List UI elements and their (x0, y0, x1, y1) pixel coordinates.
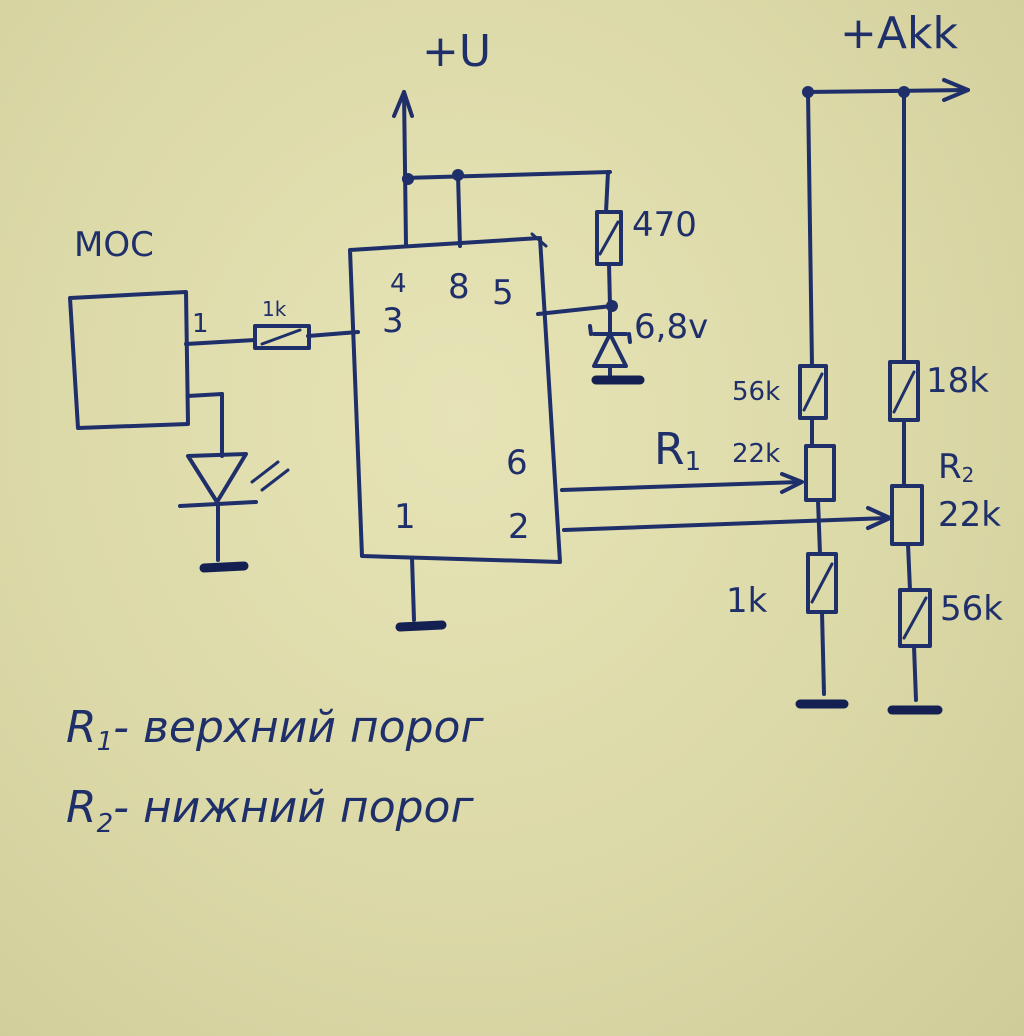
zener-diode (588, 304, 645, 385)
moc-to-pin3-wire (184, 330, 360, 346)
label-pin6: 6 (506, 443, 528, 483)
label-pin3: 3 (382, 301, 404, 341)
label-supply-akk: +Akk (840, 8, 958, 59)
label-r1-value: 22k (732, 439, 780, 469)
resistor-470 (595, 210, 623, 308)
led-light-arrows (250, 460, 290, 492)
label-supply-u: +U (422, 26, 491, 77)
label-moc-pin1: 1 (192, 309, 209, 339)
pin6-wire (560, 472, 804, 494)
resistor-56k-upper (798, 364, 828, 448)
label-pin5: 5 (492, 273, 514, 313)
label-r-56k-upper: 56k (732, 377, 780, 407)
moc-box (68, 290, 190, 430)
label-r1: R1 (654, 424, 701, 477)
led (178, 392, 258, 573)
potentiometer-r1 (804, 444, 836, 556)
label-r2-value: 22k (938, 495, 1001, 535)
resistor-1k-lower (795, 552, 849, 709)
resistor-56k-lower (887, 588, 943, 715)
note-r2-lower-threshold: R2- нижний порог (66, 782, 474, 839)
note-r1-upper-threshold: R1- верхний порог (66, 702, 484, 757)
label-pin4: 4 (390, 269, 407, 299)
ic-ground (395, 556, 447, 632)
label-moc: MOC (74, 225, 154, 265)
supply-u-rail (402, 169, 612, 248)
ic-timer-body (348, 232, 562, 564)
pin2-wire (562, 506, 892, 532)
label-pin1: 1 (394, 497, 416, 537)
resistor-18k (888, 360, 920, 488)
supply-u-arrow (392, 90, 414, 247)
resistor-1k-input (253, 324, 311, 350)
potentiometer-r2 (890, 484, 924, 592)
label-zener: 6,8v (634, 307, 708, 347)
label-r-input: 1k (262, 297, 287, 321)
pin5-wire (536, 300, 618, 316)
label-r-56k-lower: 56k (940, 589, 1003, 629)
label-r-470: 470 (632, 205, 697, 245)
label-r-1k-lower: 1k (726, 581, 768, 621)
label-r2: R2 (938, 447, 974, 487)
label-pin2: 2 (508, 507, 530, 547)
supply-akk-rail (802, 78, 970, 368)
label-r-18k: 18k (926, 361, 989, 401)
label-pin8: 8 (448, 267, 470, 307)
